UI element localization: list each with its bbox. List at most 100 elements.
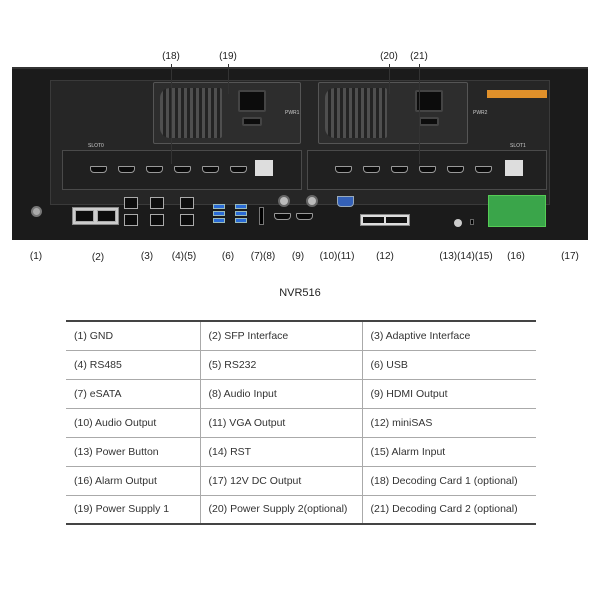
- table-cell: (20) Power Supply 2(optional): [200, 495, 363, 525]
- sfp-port-icon: [75, 210, 94, 222]
- table-cell: (4) RS485: [66, 350, 201, 380]
- callout-17: (17): [561, 251, 579, 262]
- fan-grille-icon: [325, 88, 387, 138]
- usb-port-icon: [235, 211, 247, 216]
- hdmi-port-icon: [174, 166, 191, 173]
- rst-button[interactable]: [470, 219, 474, 225]
- usb-port-icon: [235, 204, 247, 209]
- callout-21: (21): [410, 51, 428, 62]
- hdmi-port-icon: [230, 166, 247, 173]
- fan-grille-icon: [160, 88, 222, 138]
- table-row: (13) Power Button(14) RST(15) Alarm Inpu…: [66, 437, 536, 467]
- usb-ports: [213, 204, 247, 223]
- table-cell: (1) GND: [66, 321, 201, 351]
- table-row: (16) Alarm Output(17) 12V DC Output(18) …: [66, 466, 536, 496]
- table-cell: (16) Alarm Output: [66, 466, 201, 496]
- leader-line: [419, 64, 420, 164]
- table-cell: (14) RST: [200, 437, 363, 467]
- usb-port-icon: [213, 204, 225, 209]
- esata-port-icon: [259, 207, 264, 225]
- hdmi-port-icon: [90, 166, 107, 173]
- table-row: (1) GND(2) SFP Interface(3) Adaptive Int…: [66, 321, 536, 351]
- table-cell: (21) Decoding Card 2 (optional): [362, 495, 536, 525]
- table-cell: (12) miniSAS: [362, 408, 536, 438]
- hdmi-port-icon: [146, 166, 163, 173]
- table-row: (4) RS485(5) RS232(6) USB: [66, 350, 536, 380]
- leader-line: [389, 64, 390, 94]
- vga-port-icon: [337, 196, 354, 207]
- minisas-port-icon: [386, 217, 407, 223]
- callout-2: (2): [91, 252, 105, 263]
- ethernet-port-icon: [124, 197, 138, 209]
- callout-16: (16): [507, 251, 525, 262]
- usb-port-icon: [213, 211, 225, 216]
- table-cell: (9) HDMI Output: [362, 379, 536, 409]
- table-cell: (15) Alarm Input: [362, 437, 536, 467]
- hdmi-port-icon: [296, 213, 313, 220]
- leader-line: [228, 64, 229, 94]
- pwr1-mark: PWR1: [285, 110, 300, 116]
- audio-input-bnc-icon: [278, 195, 290, 207]
- slot1-mark: SLOT1: [510, 143, 526, 149]
- hdmi-port-icon: [391, 166, 408, 173]
- rs485-port-icon: [180, 197, 194, 209]
- ethernet-port-icon: [124, 214, 138, 226]
- hdmi-port-icon: [118, 166, 135, 173]
- table-cell: (5) RS232: [200, 350, 363, 380]
- power-switch[interactable]: [419, 117, 439, 126]
- power-socket-icon: [415, 90, 443, 112]
- hdmi-outputs: [274, 213, 313, 220]
- interface-legend-table: (1) GND(2) SFP Interface(3) Adaptive Int…: [66, 320, 536, 525]
- alarm-terminal-block: [488, 195, 546, 227]
- hdmi-port-icon: [202, 166, 219, 173]
- gnd-screw-icon: [31, 206, 42, 217]
- pwr2-mark: PWR2: [473, 110, 488, 116]
- table-cell: (7) eSATA: [66, 379, 201, 409]
- serial-ports: [180, 197, 194, 226]
- minisas-port-icon: [363, 217, 384, 223]
- slot0-mark: SLOT0: [88, 143, 104, 149]
- hdmi-ports-card2: [335, 166, 492, 173]
- hdmi-ports-card1: [90, 166, 247, 173]
- table-cell: (3) Adaptive Interface: [362, 321, 536, 351]
- minisas-ports: [360, 214, 410, 226]
- ethernet-port-icon: [150, 214, 164, 226]
- hdmi-port-icon: [475, 166, 492, 173]
- callout-6: (6): [221, 251, 235, 262]
- callout-7-8: (7)(8): [250, 251, 276, 262]
- rs232-port-icon: [180, 214, 194, 226]
- table-row: (19) Power Supply 1(20) Power Supply 2(o…: [66, 495, 536, 525]
- table-cell: (2) SFP Interface: [200, 321, 363, 351]
- usb-port-icon: [235, 218, 247, 223]
- hdmi-port-icon: [335, 166, 352, 173]
- terminal-block: [255, 160, 273, 176]
- hdmi-port-icon: [447, 166, 464, 173]
- hdmi-port-icon: [274, 213, 291, 220]
- sfp-port-icon: [97, 210, 116, 222]
- callout-13-14-15: (13)(14)(15): [439, 251, 493, 262]
- table-cell: (19) Power Supply 1: [66, 495, 201, 525]
- callout-20: (20): [380, 51, 398, 62]
- hdmi-port-icon: [419, 166, 436, 173]
- adaptive-ports: [124, 197, 164, 226]
- callout-4-5: (4)(5): [171, 251, 197, 262]
- table-cell: (11) VGA Output: [200, 408, 363, 438]
- power-switch[interactable]: [242, 117, 262, 126]
- warning-label: [487, 90, 547, 98]
- callout-19: (19): [219, 51, 237, 62]
- table-row: (10) Audio Output(11) VGA Output(12) min…: [66, 408, 536, 438]
- hdmi-port-icon: [363, 166, 380, 173]
- callout-1: (1): [29, 251, 43, 262]
- callout-12: (12): [376, 251, 394, 262]
- table-cell: (6) USB: [362, 350, 536, 380]
- table-cell: (13) Power Button: [66, 437, 201, 467]
- audio-output-bnc-icon: [306, 195, 318, 207]
- power-socket-icon: [238, 90, 266, 112]
- leader-line: [171, 64, 172, 164]
- sfp-ports: [72, 207, 119, 225]
- callout-3: (3): [140, 251, 154, 262]
- power-button[interactable]: [454, 219, 462, 227]
- usb-port-icon: [213, 218, 225, 223]
- table-cell: (18) Decoding Card 1 (optional): [362, 466, 536, 496]
- ethernet-port-icon: [150, 197, 164, 209]
